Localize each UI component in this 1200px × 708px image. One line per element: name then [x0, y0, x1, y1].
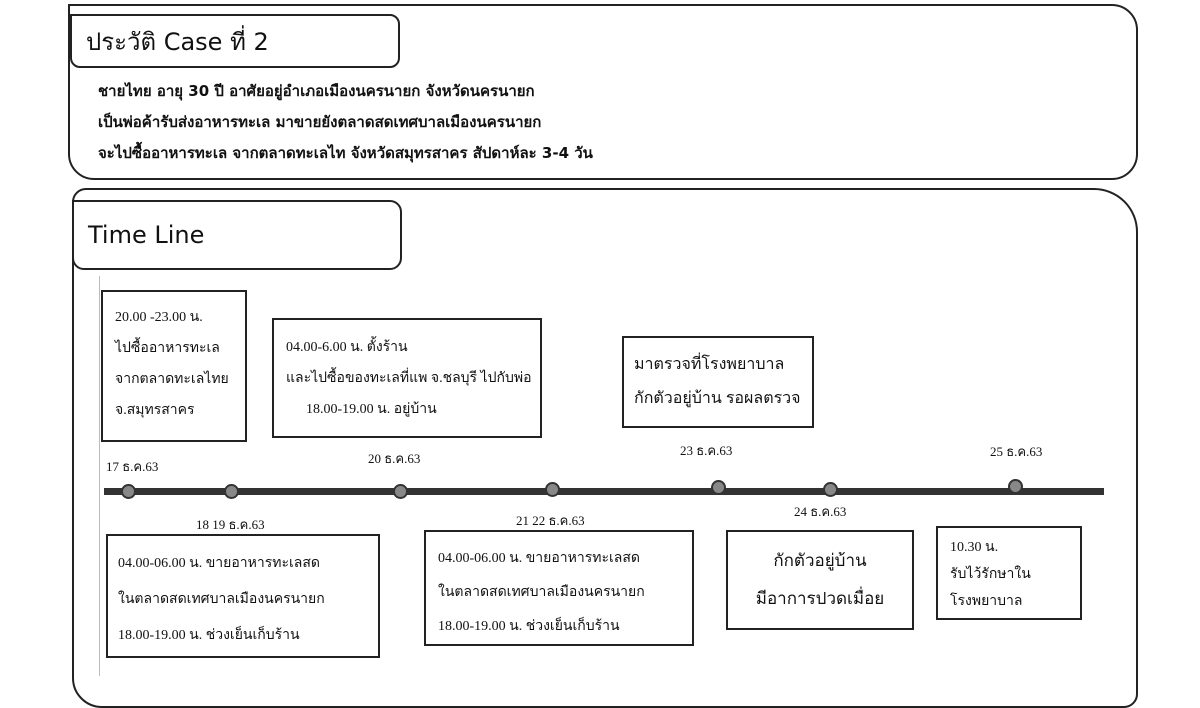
event-text: ในตลาดสดเทศบาลเมืองนครนายก [438, 585, 645, 600]
timeline-dot [711, 480, 726, 495]
event-box-25-dec: 10.30 น. รับไว้รักษาใน โรงพยาบาล [936, 526, 1082, 620]
timeline-dot [393, 484, 408, 499]
event-text: จ.สมุทรสาคร [115, 403, 195, 418]
timeline-dot [823, 482, 838, 497]
event-box-21-22-dec: 04.00-06.00 น. ขายอาหารทะเลสด ในตลาดสดเท… [424, 530, 694, 646]
event-text: รับไว้รักษาใน [950, 567, 1031, 582]
history-line: เป็นพ่อค้ารับส่งอาหารทะเล มาขายยังตลาดสด… [98, 113, 542, 131]
event-box-20-dec: 04.00-6.00 น. ตั้งร้าน และไปซื้อของทะเลท… [272, 318, 542, 438]
timeline-dot [121, 484, 136, 499]
history-line: ชายไทย อายุ 30 ปี อาศัยอยู่อำเภอเมืองนคร… [98, 82, 535, 100]
date-label: 20 ธ.ค.63 [368, 451, 421, 466]
event-box-18-19-dec: 04.00-06.00 น. ขายอาหารทะเลสด ในตลาดสดเท… [106, 534, 380, 658]
event-text: โรงพยาบาล [950, 594, 1023, 609]
event-text: ไปซื้ออาหารทะเล [115, 341, 220, 356]
timeline-title: Time Line [72, 200, 402, 270]
date-label: 25 ธ.ค.63 [990, 444, 1043, 459]
date-label: 17 ธ.ค.63 [106, 459, 159, 474]
event-text: จากตลาดทะเลไทย [115, 372, 229, 387]
event-text: 20.00 -23.00 น. [115, 310, 203, 325]
history-title: ประวัติ Case ที่ 2 [70, 14, 400, 68]
event-text: 04.00-06.00 น. ขายอาหารทะเลสด [438, 551, 640, 566]
timeline-left-guide [99, 276, 100, 676]
event-text: กักตัวอยู่บ้าน [773, 551, 867, 570]
timeline-dot [1008, 479, 1023, 494]
event-text: 04.00-6.00 น. ตั้งร้าน [286, 340, 408, 355]
date-label: 23 ธ.ค.63 [680, 443, 733, 458]
event-box-24-dec: กักตัวอยู่บ้าน มีอาการปวดเมื่อย [726, 530, 914, 630]
event-text: และไปซื้อของทะเลที่แพ จ.ชลบุรี ไปกับพ่อ [286, 371, 532, 386]
event-text: 10.30 น. [950, 540, 999, 555]
event-text: 18.00-19.00 น. อยู่บ้าน [306, 402, 437, 417]
event-text: กักตัวอยู่บ้าน รอผลตรวจ [634, 390, 801, 407]
date-label: 21 22 ธ.ค.63 [516, 513, 585, 528]
event-text: 18.00-19.00 น. ช่วงเย็นเก็บร้าน [438, 619, 620, 634]
event-box-23-dec: มาตรวจที่โรงพยาบาล กักตัวอยู่บ้าน รอผลตร… [622, 336, 814, 428]
timeline-dot [224, 484, 239, 499]
history-line: จะไปซื้ออาหารทะเล จากตลาดทะเลไท จังหวัดส… [98, 144, 593, 162]
timeline-dot [545, 482, 560, 497]
timeline-axis [104, 488, 1104, 495]
event-text: ในตลาดสดเทศบาลเมืองนครนายก [118, 592, 325, 607]
event-text: 04.00-06.00 น. ขายอาหารทะเลสด [118, 556, 320, 571]
date-label: 24 ธ.ค.63 [794, 504, 847, 519]
event-text: 18.00-19.00 น. ช่วงเย็นเก็บร้าน [118, 628, 300, 643]
event-box-17-dec: 20.00 -23.00 น. ไปซื้ออาหารทะเล จากตลาดท… [101, 290, 247, 442]
event-text: มีอาการปวดเมื่อย [755, 589, 885, 608]
event-text: มาตรวจที่โรงพยาบาล [634, 356, 785, 373]
history-lines: ชายไทย อายุ 30 ปี อาศัยอยู่อำเภอเมืองนคร… [98, 76, 1098, 169]
date-label: 18 19 ธ.ค.63 [196, 517, 265, 532]
